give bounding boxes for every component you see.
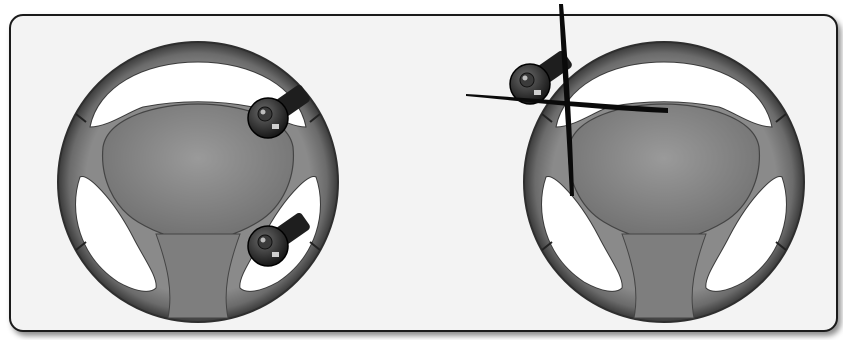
left-steering-wheel — [58, 42, 338, 322]
